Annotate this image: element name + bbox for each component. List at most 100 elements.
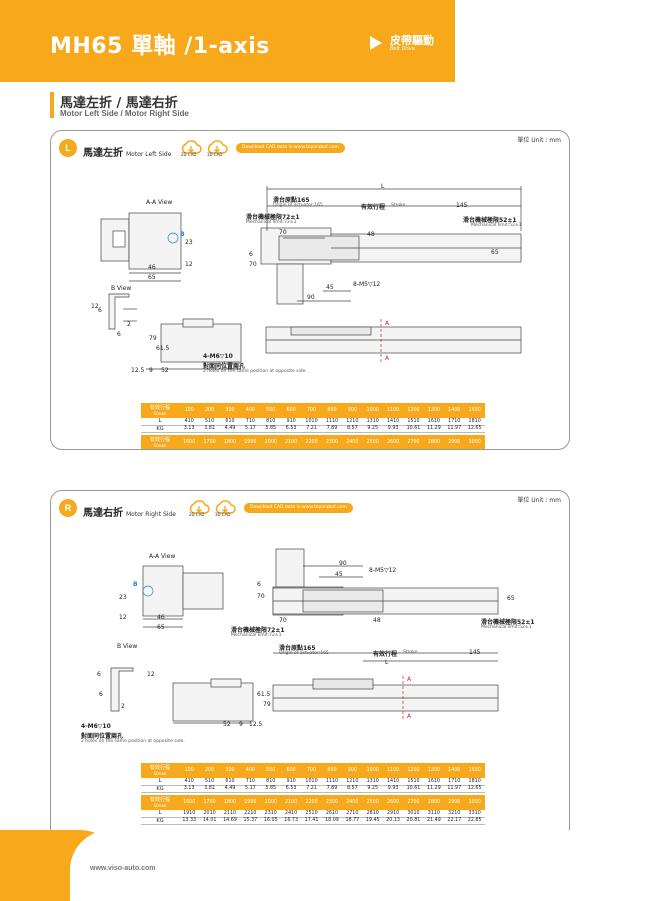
m5-hole-label: 8-M5▽12	[369, 567, 397, 574]
weight-cell: 9.93	[382, 785, 404, 793]
dim-12b: 12	[147, 671, 155, 678]
weight-cell: 4.49	[219, 785, 241, 793]
stroke-cell: 500	[260, 403, 281, 418]
stroke-cell: 3000	[464, 795, 485, 810]
stroke-cell: 1600	[179, 795, 200, 810]
length-cell: 1410	[382, 778, 404, 786]
weight-cell: 7.21	[301, 785, 322, 793]
panel-title-en: Motor Left Side	[126, 151, 172, 158]
length-cell: 3010	[403, 810, 424, 818]
m6-hole-en: 2 holes on the same position at opposite…	[81, 739, 185, 744]
stroke-cell: 1200	[403, 763, 424, 778]
length-cell: 410	[179, 418, 200, 426]
unit-label: 單位 Unit : mm	[517, 137, 561, 144]
section-marker-a-bottom: A	[407, 713, 412, 720]
weight-cell: 9.25	[362, 425, 383, 433]
weight-cell: 7.21	[301, 425, 322, 433]
stroke-cell: 1700	[199, 435, 220, 449]
page-header: MH65 單軸 /1-axis 皮帶驅動 Belt Drive	[0, 0, 455, 82]
stroke-label-en: Stroke	[153, 410, 167, 416]
stroke-cell: 2200	[301, 795, 322, 810]
mech-limit-72-zh: 滑台機械極限72±1	[246, 214, 300, 221]
stroke-cell: 800	[321, 403, 343, 418]
weight-cell: 6.53	[280, 785, 302, 793]
dim-65b: 65	[148, 274, 156, 281]
cloud-3d-cad-icon[interactable]	[213, 497, 237, 521]
length-cell: 3310	[464, 810, 485, 818]
stroke-cell: 300	[219, 403, 241, 418]
cad-2d-label: 2D CAD	[181, 152, 197, 157]
dim-70: 70	[279, 229, 287, 236]
dim-12: 12	[119, 614, 127, 621]
section-marker-a-top: A	[407, 676, 412, 683]
weight-cell: 19.45	[362, 817, 383, 825]
stroke-cell: 1100	[382, 403, 404, 418]
stroke-cell: 1600	[179, 435, 200, 449]
stroke-cell: 1300	[423, 763, 445, 778]
length-cell: 910	[280, 778, 302, 786]
cloud-3d-cad-icon[interactable]	[205, 137, 229, 161]
stroke-cell: 1800	[219, 795, 241, 810]
length-cell: 2710	[342, 810, 363, 818]
stroke-label-en: Stroke	[153, 442, 167, 448]
weight-cell: 13.33	[179, 817, 200, 825]
mech-limit-52-zh: 滑台機械極限52±1	[481, 619, 535, 626]
dim-48: 48	[373, 617, 381, 624]
length-cell: 1310	[362, 418, 383, 426]
m6-hole-zh2: 對面同位置兩孔	[81, 733, 124, 740]
dim-12-5: 12.5	[249, 721, 263, 728]
download-cad-link[interactable]: Download CAD data in www.toyorobot.com	[236, 143, 345, 153]
dim-145: 145	[469, 649, 481, 656]
stroke-cell: 2200	[301, 435, 322, 449]
cad-3d-label: 3D CAD	[207, 152, 223, 157]
stroke-cell: 1800	[219, 435, 241, 449]
footer-url[interactable]: www.viso-auto.com	[90, 865, 156, 872]
length-cell: 910	[280, 418, 302, 426]
stroke-cell: 2800	[423, 435, 445, 449]
weight-cell: 15.37	[240, 817, 261, 825]
dim-46: 46	[148, 264, 156, 271]
cloud-2d-cad-icon[interactable]	[179, 137, 203, 161]
length-cell: 610	[219, 418, 241, 426]
m6-hole-en: 2 holes on the same position at opposite…	[203, 369, 307, 374]
length-cell: 2810	[362, 810, 383, 818]
weight-cell: 18.09	[321, 817, 343, 825]
play-arrow-icon	[370, 36, 382, 50]
stroke-label-zh: 有效行程	[149, 796, 170, 803]
stroke-label-zh: 有效行程	[361, 204, 386, 211]
dim-45: 45	[335, 571, 343, 578]
length-cell: 710	[240, 778, 261, 786]
weight-cell: 3.13	[179, 785, 200, 793]
stroke-cell: 300	[219, 763, 241, 778]
origin-label-zh: 滑台原點165	[273, 197, 310, 204]
mech-limit-72-en: Mechanical limit:72±1	[246, 220, 297, 225]
stroke-cell: 2700	[403, 795, 424, 810]
stroke-label-en: Stroke	[403, 650, 418, 655]
stroke-cell: 2000	[260, 435, 281, 449]
length-label: L	[141, 418, 179, 426]
stroke-cell: 100	[179, 403, 200, 418]
dim-48: 48	[367, 231, 375, 238]
section-marker-a-bottom: A	[385, 355, 390, 362]
stroke-cell: 1900	[240, 435, 261, 449]
origin-label-en: Origin of actuator:165	[279, 651, 329, 656]
length-cell: 2010	[199, 810, 220, 818]
stroke-cell: 2400	[342, 435, 363, 449]
weight-cell: 5.85	[260, 425, 281, 433]
technical-drawing-left	[100, 186, 522, 370]
length-cell: 2510	[301, 810, 322, 818]
m5-hole-label: 8-M5▽12	[353, 281, 381, 288]
stroke-label-en: Stroke	[153, 802, 167, 808]
dim-65: 65	[491, 249, 499, 256]
stroke-cell: 700	[301, 763, 322, 778]
stroke-cell: 900	[342, 403, 363, 418]
stroke-label-zh: 有效行程	[149, 404, 170, 411]
stroke-label-zh: 有效行程	[373, 651, 398, 658]
dim-6c: 6	[99, 691, 103, 698]
cloud-2d-cad-icon[interactable]	[187, 497, 211, 521]
length-cell: 1710	[444, 418, 465, 426]
download-cad-link[interactable]: Download CAD data in www.toyorobot.com	[244, 503, 353, 513]
